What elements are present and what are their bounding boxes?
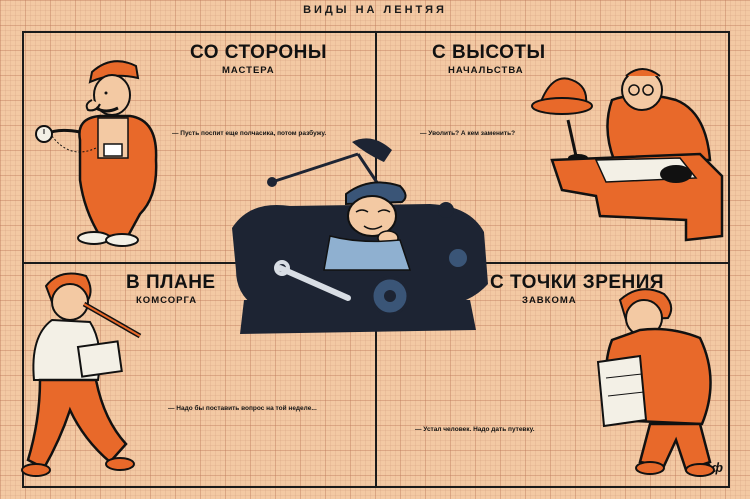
quote-master: — Пусть поспит еще полчасика, потом разб… — [172, 130, 327, 137]
quote-boss: — Уволить? А кем заменить? — [420, 130, 516, 137]
panel-subheading-zavkom: ЗАВКОМА — [522, 295, 577, 306]
panel-heading-zavkom: С ТОЧКИ ЗРЕНИЯ — [490, 272, 665, 293]
panel-heading-komsorg: В ПЛАНЕ — [126, 272, 216, 293]
panel-subheading-komsorg: КОМСОРГА — [136, 295, 198, 306]
panel-subheading-master: МАСТЕРА — [222, 65, 275, 76]
master-figure — [35, 60, 158, 247]
panel-heading-master: СО СТОРОНЫ — [190, 42, 327, 63]
quote-komsorg: — Надо бы поставить вопрос на той неделе… — [168, 405, 317, 412]
panel-subheading-boss: НАЧАЛЬСТВА — [448, 65, 524, 76]
sleeping-worker-machine — [232, 138, 488, 334]
zavkom-figure — [596, 288, 715, 477]
komsorg-figure — [21, 272, 142, 477]
page-title: ВИДЫ НА ЛЕНТЯЯ — [303, 4, 447, 16]
panel-heading-boss: С ВЫСОТЫ — [432, 42, 546, 63]
boss-figure — [531, 68, 724, 242]
quote-zavkom: — Устал человек. Надо дать путевку. — [415, 426, 535, 433]
